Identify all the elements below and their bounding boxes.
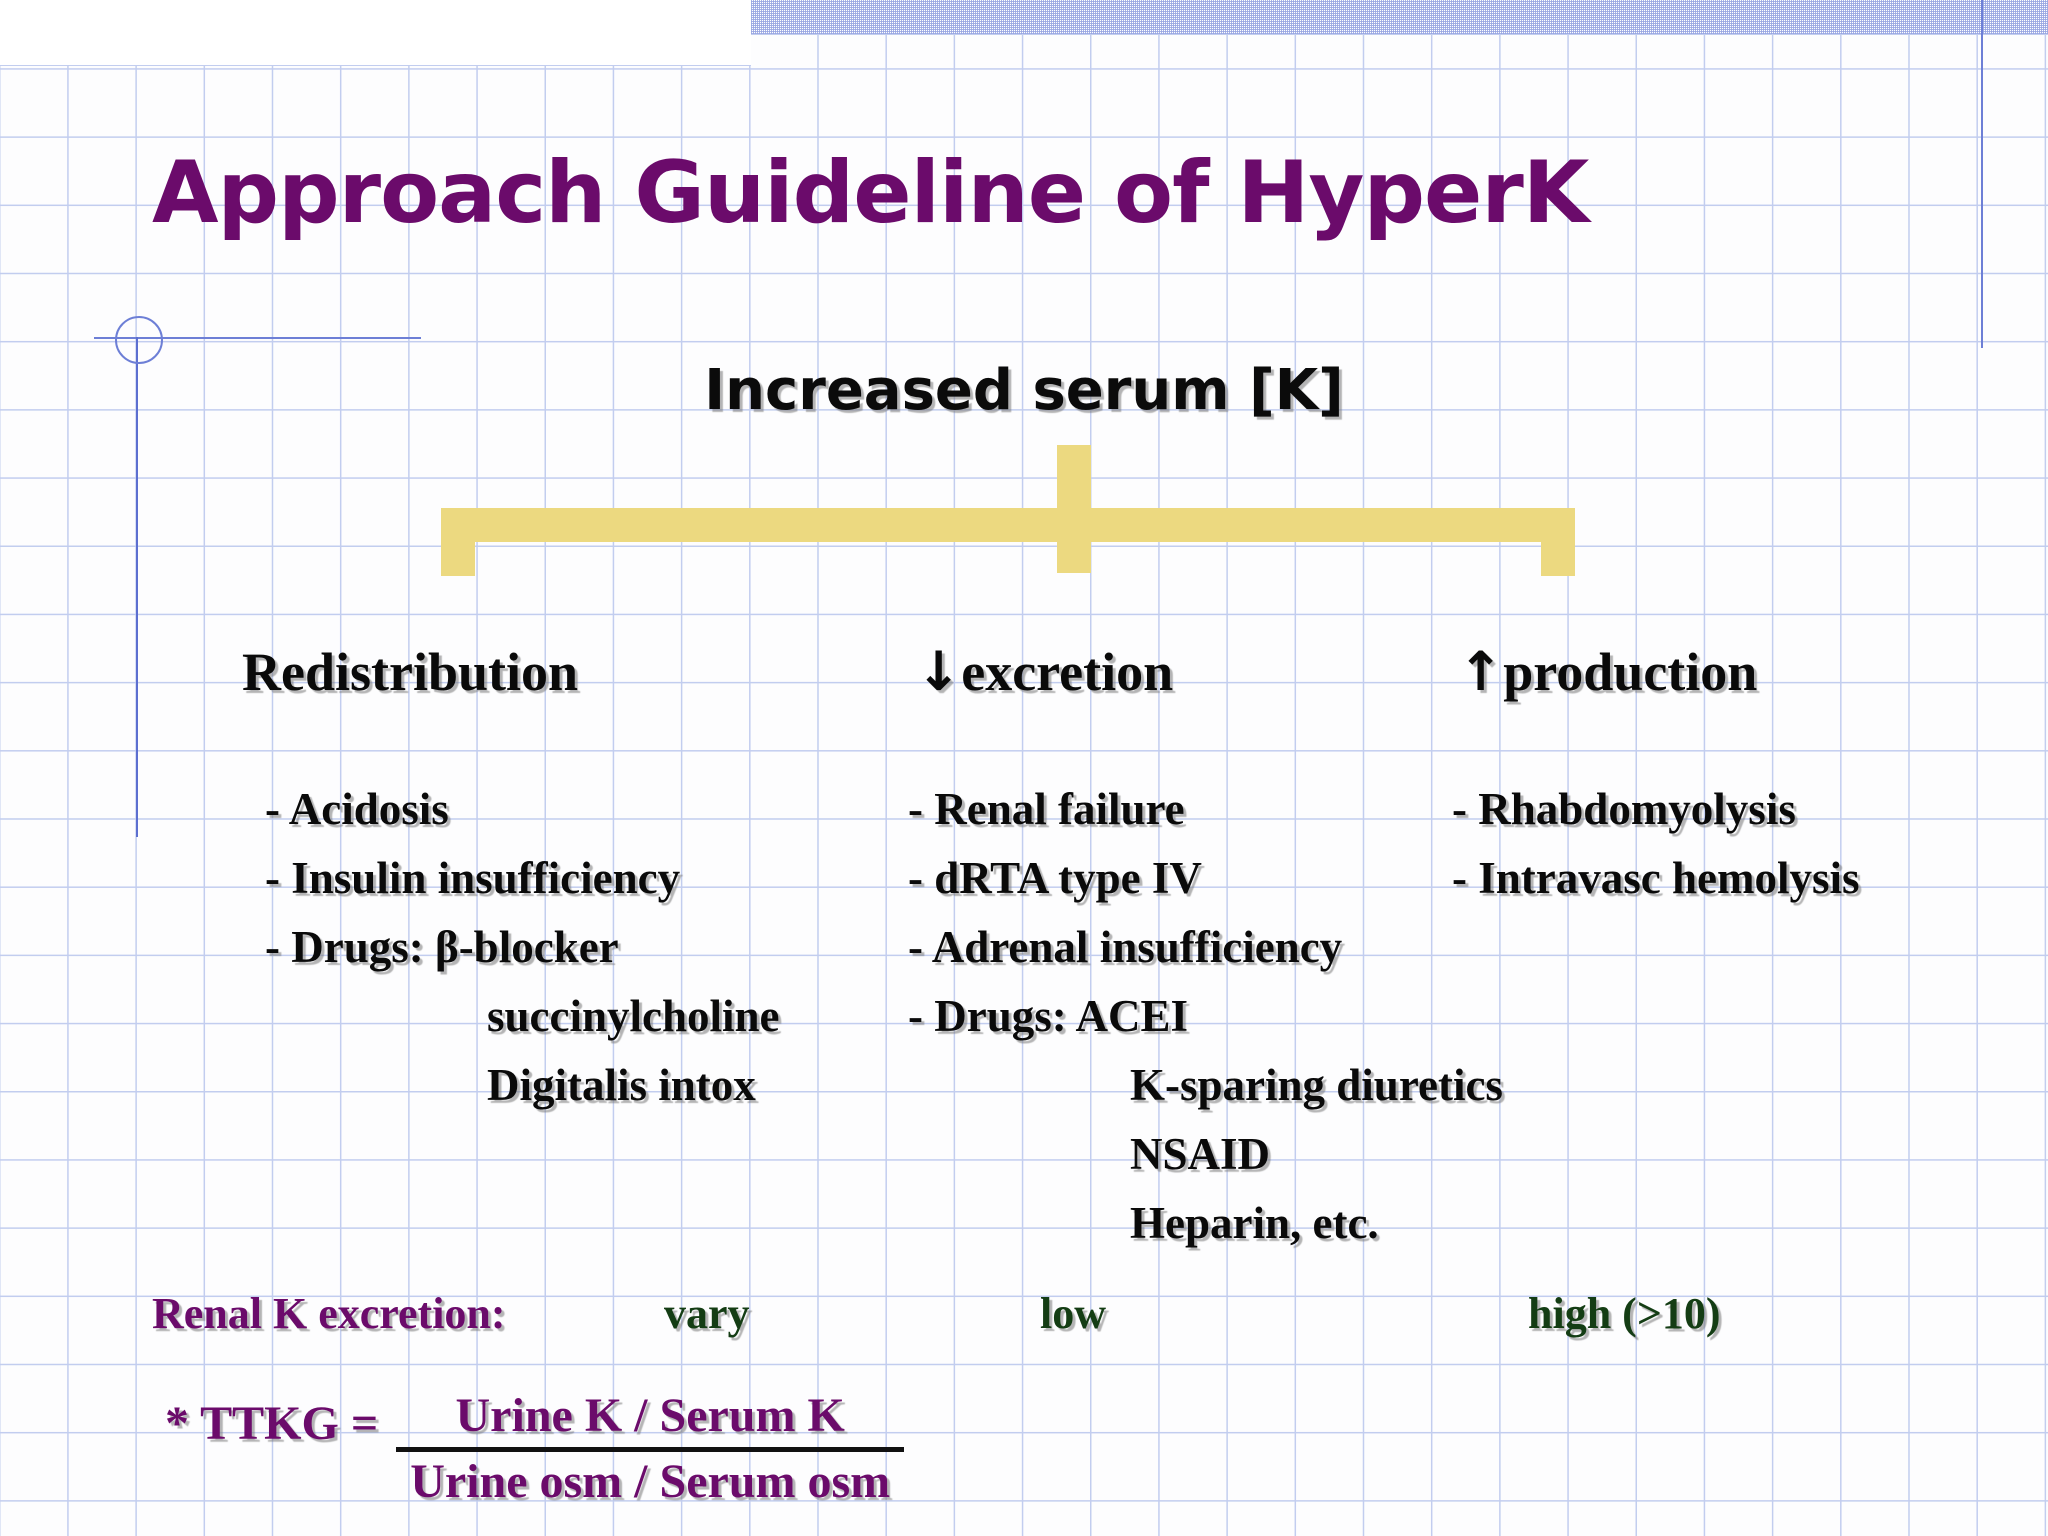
list-item: - Acidosis [265,784,449,834]
column-list-excretion: - Renal failure - dRTA type IV - Adrenal… [908,775,1503,1258]
ttkg-label: * TTKG = [165,1397,379,1450]
list-item: NSAID [1130,1129,1271,1179]
renal-k-excretion-row: Renal K excretion: vary low high (>10) [0,1288,2048,1348]
column-heading-redistribution: Redistribution [242,640,578,703]
ttkg-denominator: Urine osm / Serum osm [410,1455,891,1508]
list-item: - dRTA type IV [908,853,1202,903]
list-item: - Renal failure [908,784,1185,834]
column-heading-production: ↑production [1458,640,1757,703]
bracket-horizontal [441,508,1575,542]
bracket-right-tick [1541,508,1575,576]
right-margin-rule [1981,0,1984,348]
margin-horizontal-line [94,337,421,340]
ttkg-fraction-bar [396,1447,905,1452]
list-item: - Rhabdomyolysis [1452,784,1796,834]
margin-vertical-line [136,337,139,837]
column-heading-label-redistribution: Redistribution [242,642,579,702]
list-item: - Intravasc hemolysis [1452,853,1860,903]
top-hatched-band [751,0,2048,36]
list-item: - Adrenal insufficiency [908,922,1343,972]
ttkg-numerator: Urine K / Serum K [455,1389,845,1442]
list-item: K-sparing diuretics [1130,1060,1503,1110]
ttkg-formula: * TTKG = Urine K / Serum K Urine osm / S… [165,1388,905,1509]
list-item: - Drugs: β-blocker [265,922,619,972]
column-heading-excretion: ↓excretion [916,640,1173,703]
list-item: - Drugs: ACEI [908,991,1189,1041]
column-heading-label-production: production [1503,642,1758,702]
renal-value-vary: vary [664,1289,750,1338]
renal-value-low: low [1040,1289,1106,1338]
list-item: succinylcholine [487,991,780,1041]
ttkg-fraction: Urine K / Serum K Urine osm / Serum osm [396,1388,905,1509]
top-left-white-block [0,0,751,67]
list-item: - Insulin insufficiency [265,853,681,903]
renal-value-high: high (>10) [1528,1289,1721,1338]
down-arrow-icon: ↓ [916,640,962,703]
top-heading: Increased serum [K] [704,358,1344,423]
column-list-redistribution: - Acidosis - Insulin insufficiency - Dru… [265,775,780,1120]
list-item: Digitalis intox [487,1060,756,1110]
page-title: Approach Guideline of HyperK [152,143,1589,243]
margin-circle-icon [115,316,163,364]
list-item: Heparin, etc. [1130,1198,1379,1248]
renal-k-excretion-label: Renal K excretion: [152,1289,506,1338]
column-heading-label-excretion: excretion [961,642,1174,702]
column-list-production: - Rhabdomyolysis - Intravasc hemolysis [1452,775,1859,913]
bracket-left-tick [441,508,475,576]
up-arrow-icon: ↑ [1458,640,1504,703]
